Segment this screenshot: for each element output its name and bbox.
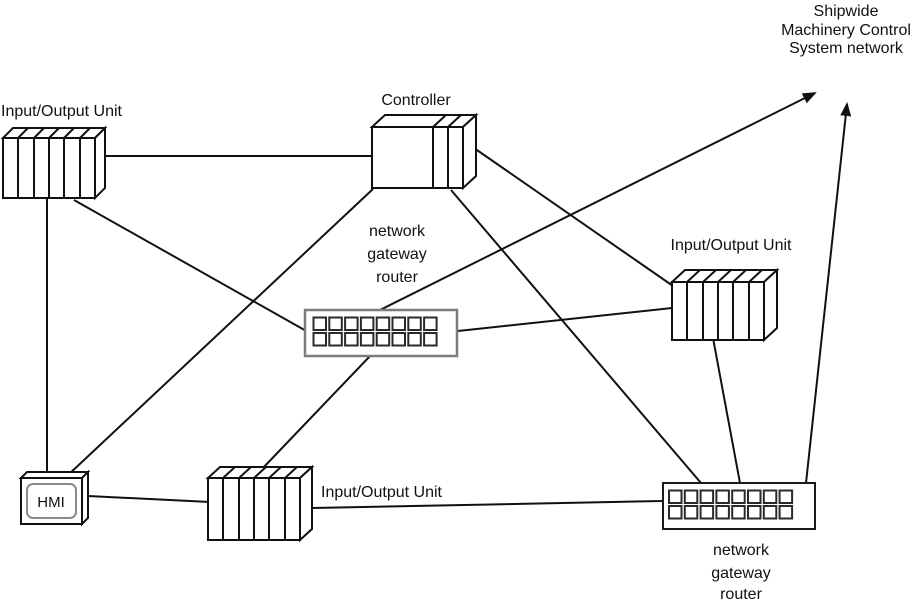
router-port-square	[699, 489, 715, 504]
router-port-square	[762, 489, 778, 504]
router-port-square	[375, 316, 391, 331]
router-port-square	[699, 505, 715, 520]
svg-text:gateway: gateway	[367, 246, 427, 263]
router-port-square	[407, 332, 422, 347]
router-port-square	[778, 489, 794, 504]
center-router-label: network gateway router	[367, 223, 427, 286]
io-unit-right-label: Input/Output Unit	[671, 237, 793, 254]
shipwide-network-label: Shipwide Machinery Control System networ…	[781, 3, 911, 57]
router-port-square	[683, 505, 699, 520]
center-router-ports	[312, 316, 438, 347]
link-bottom-io-to-bottom-router	[312, 500, 664, 509]
svg-text:Shipwide: Shipwide	[814, 3, 879, 20]
link-center-router-to-right-io	[457, 307, 673, 332]
link-controller-to-right-io	[473, 147, 674, 287]
bottom-router-ports	[668, 489, 794, 520]
link-io-top-left-to-center-router	[73, 199, 309, 333]
router-port-square	[328, 332, 343, 347]
router-port-square	[344, 316, 359, 331]
router-port-square	[762, 505, 778, 520]
router-port-square	[359, 332, 375, 347]
svg-text:router: router	[720, 586, 762, 602]
link-center-router-to-shipwide-arrow	[379, 92, 817, 311]
router-port-square	[778, 505, 794, 520]
router-port-square	[391, 316, 406, 331]
router-port-square	[731, 505, 746, 520]
router-port-square	[375, 332, 391, 347]
router-port-square	[715, 489, 730, 504]
bottom-router-shape	[662, 482, 816, 530]
router-port-square	[312, 332, 327, 347]
links	[46, 92, 852, 509]
io-unit-top-left-shape	[0, 125, 108, 201]
svg-text:Machinery Control: Machinery Control	[781, 22, 911, 39]
link-controller-to-hmi	[66, 188, 374, 477]
link-right-io-to-bottom-router	[712, 337, 741, 484]
router-port-square	[391, 332, 406, 347]
bottom-router-label: network gateway router	[711, 542, 771, 602]
svg-text:router: router	[376, 269, 418, 286]
link-bottom-router-to-shipwide-arrow	[805, 102, 852, 484]
link-hmi-to-bottom-io	[87, 495, 211, 503]
svg-text:gateway: gateway	[711, 565, 771, 582]
router-port-square	[668, 489, 683, 504]
hmi-screen	[26, 483, 77, 519]
io-unit-right-shape	[669, 267, 780, 343]
svg-text:network: network	[369, 223, 426, 240]
router-port-square	[668, 505, 683, 520]
link-center-router-to-bottom-io	[261, 354, 372, 470]
center-router-shape	[303, 308, 459, 358]
router-port-square	[683, 489, 699, 504]
svg-text:network: network	[713, 542, 770, 559]
router-port-square	[747, 505, 762, 520]
router-port-square	[328, 316, 343, 331]
io-unit-bottom-shape	[205, 464, 315, 543]
router-port-square	[715, 505, 730, 520]
link-controller-to-bottom-router	[450, 189, 702, 484]
controller-shape	[369, 112, 479, 191]
router-port-square	[344, 332, 359, 347]
svg-text:System network: System network	[789, 40, 904, 57]
router-port-square	[312, 316, 327, 331]
router-port-square	[731, 489, 746, 504]
hmi-shape: HMI	[18, 469, 91, 527]
router-port-square	[359, 316, 375, 331]
router-port-square	[747, 489, 762, 504]
io-unit-top-left-label: Input/Output Unit	[1, 103, 123, 120]
controller-label: Controller	[381, 92, 451, 109]
router-port-square	[423, 332, 438, 347]
hmi-label: HMI	[37, 494, 65, 511]
io-unit-bottom-label: Input/Output Unit	[321, 484, 443, 501]
router-port-square	[423, 316, 438, 331]
router-port-square	[407, 316, 422, 331]
